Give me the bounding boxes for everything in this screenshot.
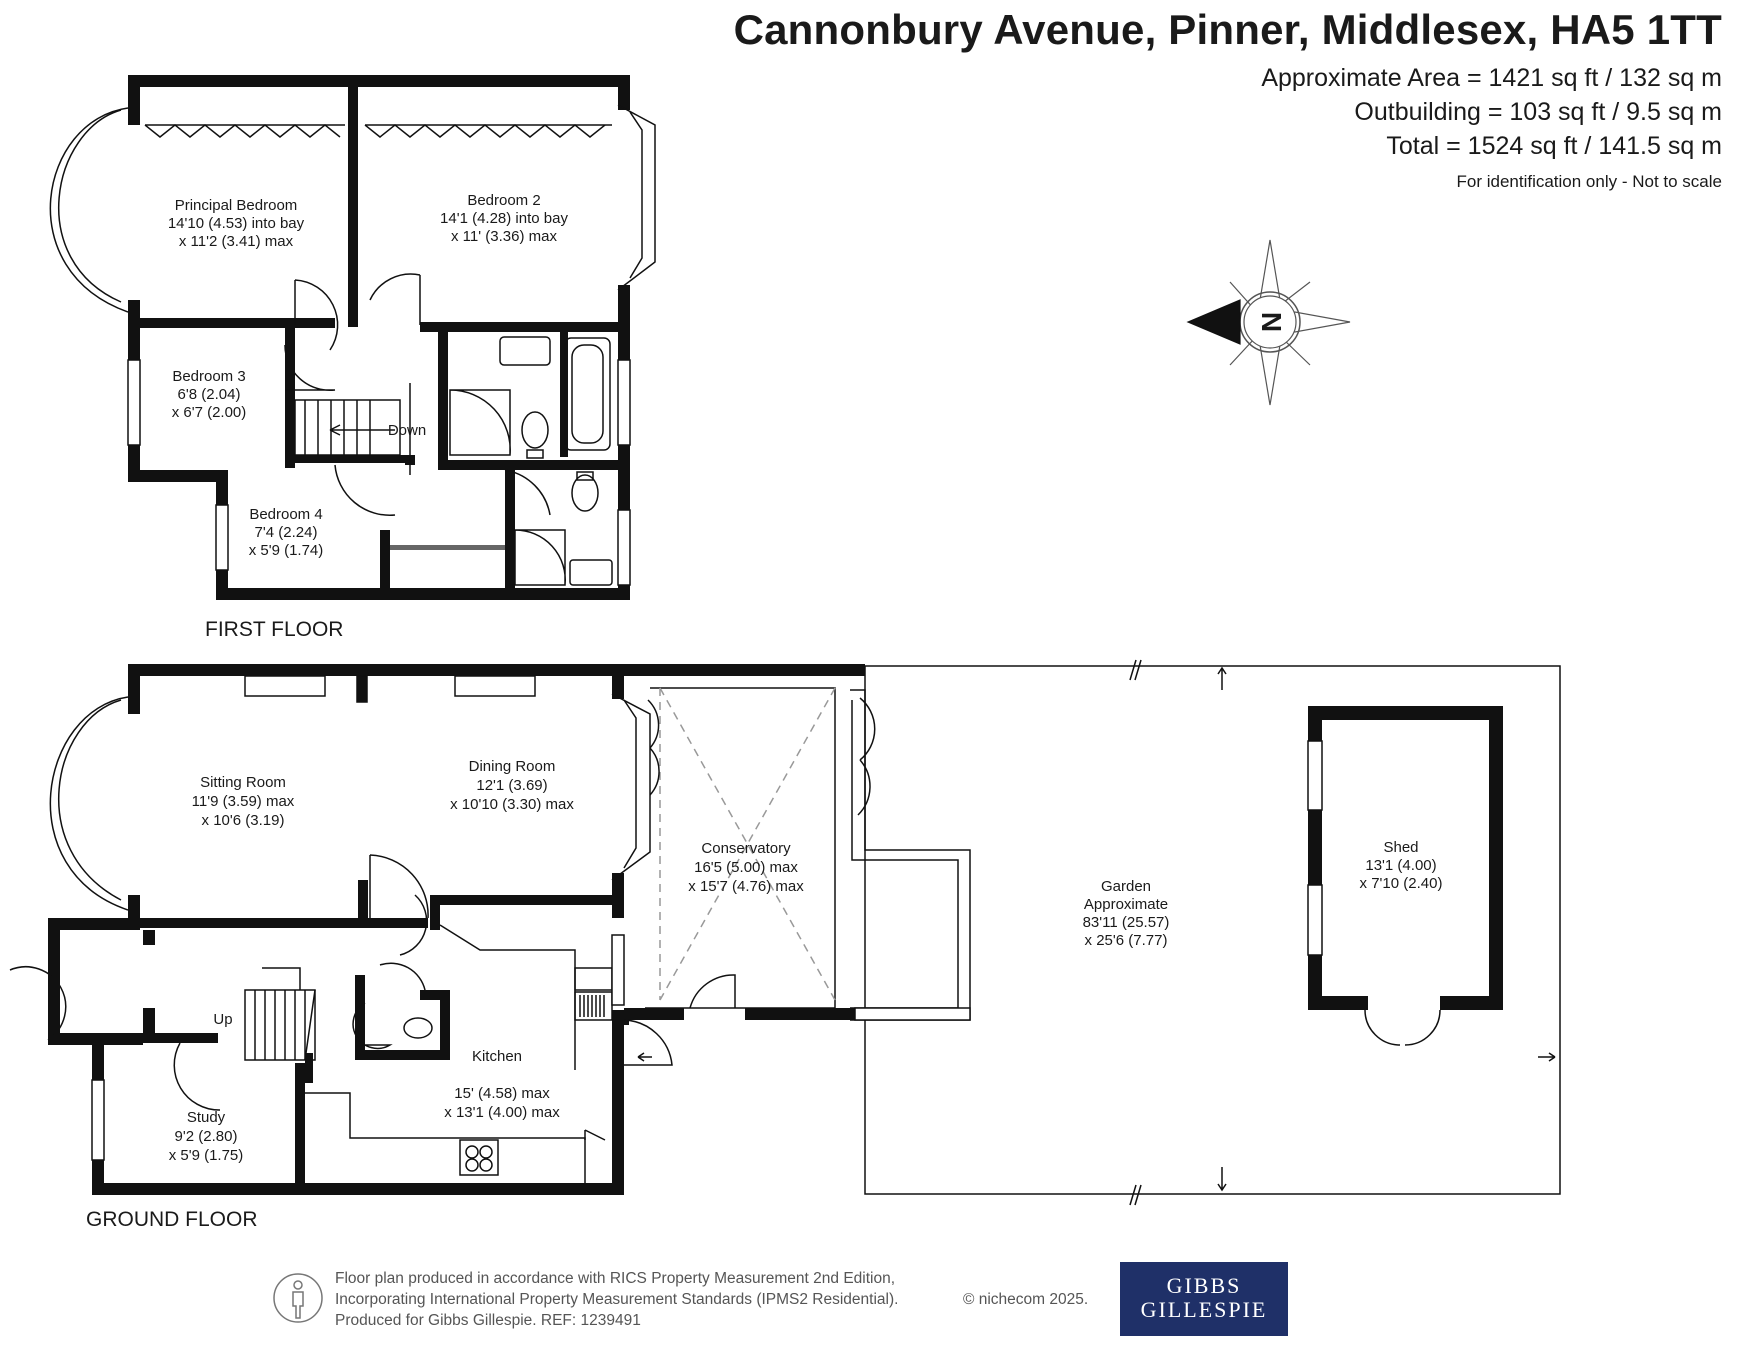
bedroom-3-length: 6'8 (2.04) xyxy=(178,386,241,403)
bedroom-4-width: x 5'9 (1.74) xyxy=(249,542,324,559)
footer-line-3: Produced for Gibbs Gillespie. REF: 12394… xyxy=(335,1312,641,1329)
first-floor-labels: Principal Bedroom 14'10 (4.53) into bay … xyxy=(168,192,569,641)
gibbs-gillespie-logo: GIBBS GILLESPIE xyxy=(1120,1262,1288,1336)
approximate-area-line: Approximate Area = 1421 sq ft / 132 sq m xyxy=(1261,64,1722,92)
garden-approximate: Approximate xyxy=(1084,896,1168,913)
person-measurement-icon xyxy=(273,1273,323,1323)
nichecom-copyright: © nichecom 2025. xyxy=(963,1291,1089,1308)
shed-width: x 7'10 (2.40) xyxy=(1360,875,1443,892)
study-name: Study xyxy=(187,1109,226,1126)
principal-bedroom-width: x 11'2 (3.41) max xyxy=(179,233,294,250)
shed-name: Shed xyxy=(1383,839,1418,856)
kitchen-name: Kitchen xyxy=(472,1048,522,1065)
conservatory-length: 16'5 (5.00) max xyxy=(694,859,798,876)
stairs-up-label: Up xyxy=(213,1011,232,1028)
kitchen-width: x 13'1 (4.00) max xyxy=(444,1104,560,1121)
property-address: Cannonbury Avenue, Pinner, Middlesex, HA… xyxy=(733,6,1722,53)
study-width: x 5'9 (1.75) xyxy=(169,1147,244,1164)
first-floor-title: FIRST FLOOR xyxy=(205,618,343,641)
bedroom-2-width: x 11' (3.36) max xyxy=(451,228,557,245)
bedroom-4-name: Bedroom 4 xyxy=(249,506,322,523)
dining-room-name: Dining Room xyxy=(469,758,556,775)
compass-rose-icon xyxy=(1186,239,1351,406)
bedroom-2-length: 14'1 (4.28) into bay xyxy=(440,210,568,227)
brand-line-2: GILLESPIE xyxy=(1140,1297,1268,1322)
sitting-room-name: Sitting Room xyxy=(200,774,286,791)
footer-line-2: Incorporating International Property Mea… xyxy=(335,1291,899,1308)
sitting-room-width: x 10'6 (3.19) xyxy=(202,812,285,829)
stairs-down-label: Down xyxy=(388,422,426,439)
kitchen-length: 15' (4.58) max xyxy=(454,1085,550,1102)
scale-disclaimer: For identification only - Not to scale xyxy=(1456,172,1722,191)
ground-floor-title: GROUND FLOOR xyxy=(86,1208,258,1231)
principal-bedroom-length: 14'10 (4.53) into bay xyxy=(168,215,305,232)
dining-room-length: 12'1 (3.69) xyxy=(476,777,547,794)
dining-room-width: x 10'10 (3.30) max xyxy=(450,796,574,813)
bedroom-2-name: Bedroom 2 xyxy=(467,192,540,209)
footer-line-1: Floor plan produced in accordance with R… xyxy=(335,1270,896,1287)
garden-length: 83'11 (25.57) xyxy=(1083,914,1170,931)
study-length: 9'2 (2.80) xyxy=(175,1128,238,1145)
garden-name: Garden xyxy=(1101,878,1151,895)
outbuilding-area-line: Outbuilding = 103 sq ft / 9.5 sq m xyxy=(1354,98,1722,126)
total-area-line: Total = 1524 sq ft / 141.5 sq m xyxy=(1386,132,1722,160)
sitting-room-length: 11'9 (3.59) max xyxy=(192,793,295,810)
bedroom-3-width: x 6'7 (2.00) xyxy=(172,404,247,421)
bedroom-3-name: Bedroom 3 xyxy=(172,368,245,385)
first-floor-plan xyxy=(128,75,630,600)
brand-line-1: GIBBS xyxy=(1166,1273,1242,1298)
first-floor-linework xyxy=(49,104,656,586)
conservatory-name: Conservatory xyxy=(701,840,791,857)
ground-floor-plan xyxy=(48,664,1503,1195)
bedroom-4-length: 7'4 (2.24) xyxy=(255,524,318,541)
shed-length: 13'1 (4.00) xyxy=(1365,857,1436,874)
conservatory-width: x 15'7 (4.76) max xyxy=(688,878,804,895)
garden-width: x 25'6 (7.77) xyxy=(1085,932,1168,949)
ground-floor-labels: Sitting Room 11'9 (3.59) max x 10'6 (3.1… xyxy=(86,758,1442,1231)
ground-floor-linework xyxy=(9,659,1561,1206)
compass-north-letter: N xyxy=(1256,312,1287,332)
principal-bedroom-name: Principal Bedroom xyxy=(175,197,298,214)
